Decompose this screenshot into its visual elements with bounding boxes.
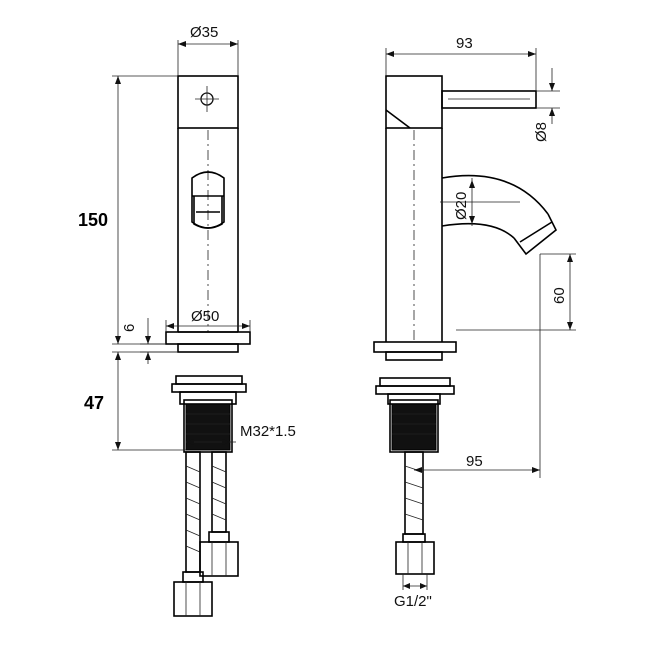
dimension-height-label: 150	[78, 210, 108, 230]
dimension-reach-label: 95	[466, 453, 483, 470]
dimension-shank-length-label: 47	[84, 393, 104, 413]
dimension-handle-diameter-label: Ø8	[533, 122, 550, 142]
dimension-reach: 95	[414, 254, 541, 478]
front-hoses	[173, 451, 239, 617]
front-view: Ø35 150 Ø50 6	[78, 24, 296, 617]
dimension-thread: M32*1.5	[186, 423, 296, 445]
front-spout-outlet	[191, 171, 225, 229]
dimension-top-diameter-label: Ø35	[190, 24, 218, 41]
dimension-spout-diameter-label: Ø20	[453, 192, 470, 220]
side-lever-handle	[441, 90, 537, 109]
dimension-height: 150	[78, 75, 178, 345]
dimension-length-label: 93	[456, 35, 473, 52]
dimension-thread-label: M32*1.5	[240, 423, 296, 440]
front-body	[177, 75, 239, 333]
dimension-hose-connection-label: G1/2"	[394, 593, 432, 610]
front-mounting-shank	[171, 375, 247, 453]
dimension-spout-diameter: Ø20	[453, 178, 475, 226]
side-mounting-shank	[375, 377, 455, 453]
side-hose	[395, 451, 435, 575]
dimension-length: 93	[385, 35, 537, 91]
dimension-shank-length: 47	[84, 351, 186, 451]
side-spout	[440, 174, 558, 256]
dimension-handle-diameter: Ø8	[533, 68, 560, 142]
dimension-spout-clearance: 60	[456, 253, 576, 331]
dimension-base-diameter-label: Ø50	[191, 308, 219, 325]
dimension-base-thickness-label: 6	[121, 324, 138, 332]
dimension-hose-connection: G1/2"	[394, 574, 432, 610]
dimension-spout-clearance-label: 60	[551, 287, 568, 304]
side-view: 93 Ø8 Ø20 60	[373, 35, 576, 610]
dimension-top-diameter: Ø35	[177, 24, 239, 76]
side-body	[385, 75, 443, 342]
front-base	[165, 331, 251, 353]
dimension-base-diameter: Ø50	[165, 308, 251, 332]
side-base	[373, 341, 457, 361]
